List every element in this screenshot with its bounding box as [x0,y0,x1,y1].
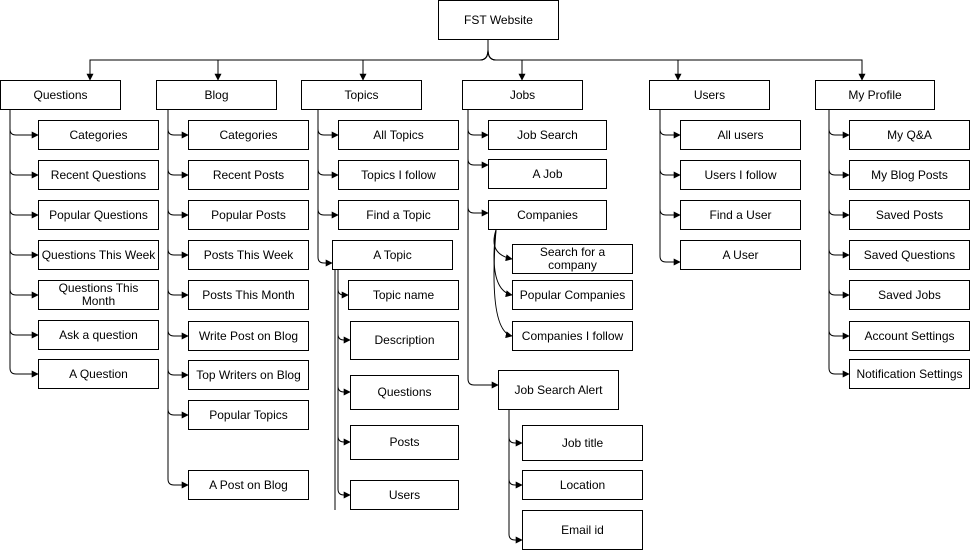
jobs-connector-35 [467,110,499,389]
jobs-connector-33 [467,110,489,169]
section-topics: Topics [301,80,422,110]
node-a-topic: A Topic [332,240,453,270]
node-search-for-a-company: Search for a company [512,244,633,274]
node-email-id: Email id [522,510,643,550]
profile-connector-48 [828,110,850,219]
profile-connector-52 [828,110,850,378]
blog-connector-20 [167,110,189,419]
section-my-profile: My Profile [815,80,935,110]
blog-connector-21 [167,110,189,489]
node-questions-this-week: Questions This Week [38,240,159,270]
jobs-connector-34 [467,110,489,217]
alert-connector-39 [508,410,523,447]
node-ask-a-question: Ask a question [38,320,159,350]
root-connector-5 [487,40,866,81]
root-connector-2 [359,40,489,81]
blog-connector-16 [167,110,189,259]
node-job-search-alert: Job Search Alert [498,370,619,410]
profile-connector-49 [828,110,850,259]
topics-connector-23 [317,110,339,179]
root-node: FST Website [438,0,559,40]
section-users: Users [649,80,770,110]
node-a-job: A Job [488,159,607,189]
companies-connector-37 [493,229,513,298]
node-my-blog-posts: My Blog Posts [849,160,970,190]
questions-connector-9 [9,110,39,259]
questions-connector-7 [9,110,39,179]
node-users-i-follow: Users I follow [680,160,801,190]
topics-connector-25 [317,110,333,267]
blog-connector-14 [167,110,189,179]
node-my-qa: My Q&A [849,120,970,150]
alert-connector-40 [508,410,523,489]
node-a-post-on-blog: A Post on Blog [188,470,309,500]
users-connector-44 [659,110,681,219]
node-job-title: Job title [522,425,643,461]
node-posts-this-week: Posts This Week [188,240,309,270]
node-posts-this-month: Posts This Month [188,280,309,310]
blog-connector-15 [167,110,189,219]
node-job-search: Job Search [488,120,607,150]
node-blog-categories: Categories [188,120,309,150]
topics-connector-22 [317,110,339,139]
users-connector-45 [659,110,681,266]
node-topic-users: Users [350,480,459,510]
alert-connector-41 [508,410,523,544]
section-questions: Questions [0,80,121,110]
node-a-user: A User [680,240,801,270]
jobs-connector-32 [467,110,489,139]
node-topics-i-follow: Topics I follow [338,160,459,190]
node-popular-posts: Popular Posts [188,200,309,230]
questions-connector-11 [9,110,39,339]
questions-connector-12 [9,110,39,378]
node-companies: Companies [488,200,607,230]
node-write-post-on-blog: Write Post on Blog [188,321,309,351]
questions-connector-6 [9,110,39,139]
node-topic-posts: Posts [350,425,459,460]
node-questions-this-month: Questions This Month [38,280,159,310]
node-popular-questions: Popular Questions [38,200,159,230]
questions-connector-10 [9,110,39,299]
node-saved-jobs: Saved Jobs [849,280,970,310]
node-notification-settings: Notification Settings [849,359,970,389]
node-location: Location [522,470,643,500]
node-topic-name: Topic name [348,280,459,310]
node-topic-questions: Questions [350,375,459,410]
companies-connector-38 [493,229,513,339]
questions-connector-8 [9,110,39,219]
topics-connector-24 [317,110,339,219]
companies-connector-36 [493,229,513,262]
profile-connector-46 [828,110,850,139]
node-questions-categories: Categories [38,120,159,150]
node-top-writers-on-blog: Top Writers on Blog [188,360,309,390]
a-topic-connector-26 [337,270,349,299]
profile-connector-51 [828,110,850,340]
users-connector-42 [659,110,681,139]
a-topic-connector-30 [337,270,351,499]
profile-connector-50 [828,110,850,299]
users-connector-43 [659,110,681,179]
node-saved-questions: Saved Questions [849,240,970,270]
node-all-topics: All Topics [338,120,459,150]
node-a-question: A Question [38,359,159,389]
node-find-a-topic: Find a Topic [338,200,459,230]
section-jobs: Jobs [462,80,583,110]
blog-connector-17 [167,110,189,299]
node-account-settings: Account Settings [849,321,970,351]
section-blog: Blog [156,80,277,110]
node-topic-description: Description [350,321,459,360]
node-find-a-user: Find a User [680,200,801,230]
node-all-users: All users [680,120,801,150]
node-popular-companies: Popular Companies [512,280,633,310]
blog-connector-13 [167,110,189,139]
node-saved-posts: Saved Posts [849,200,970,230]
blog-connector-18 [167,110,189,340]
node-popular-topics: Popular Topics [188,400,309,430]
profile-connector-47 [828,110,850,179]
node-recent-posts: Recent Posts [188,160,309,190]
node-companies-i-follow: Companies I follow [512,321,633,351]
node-recent-questions: Recent Questions [38,160,159,190]
